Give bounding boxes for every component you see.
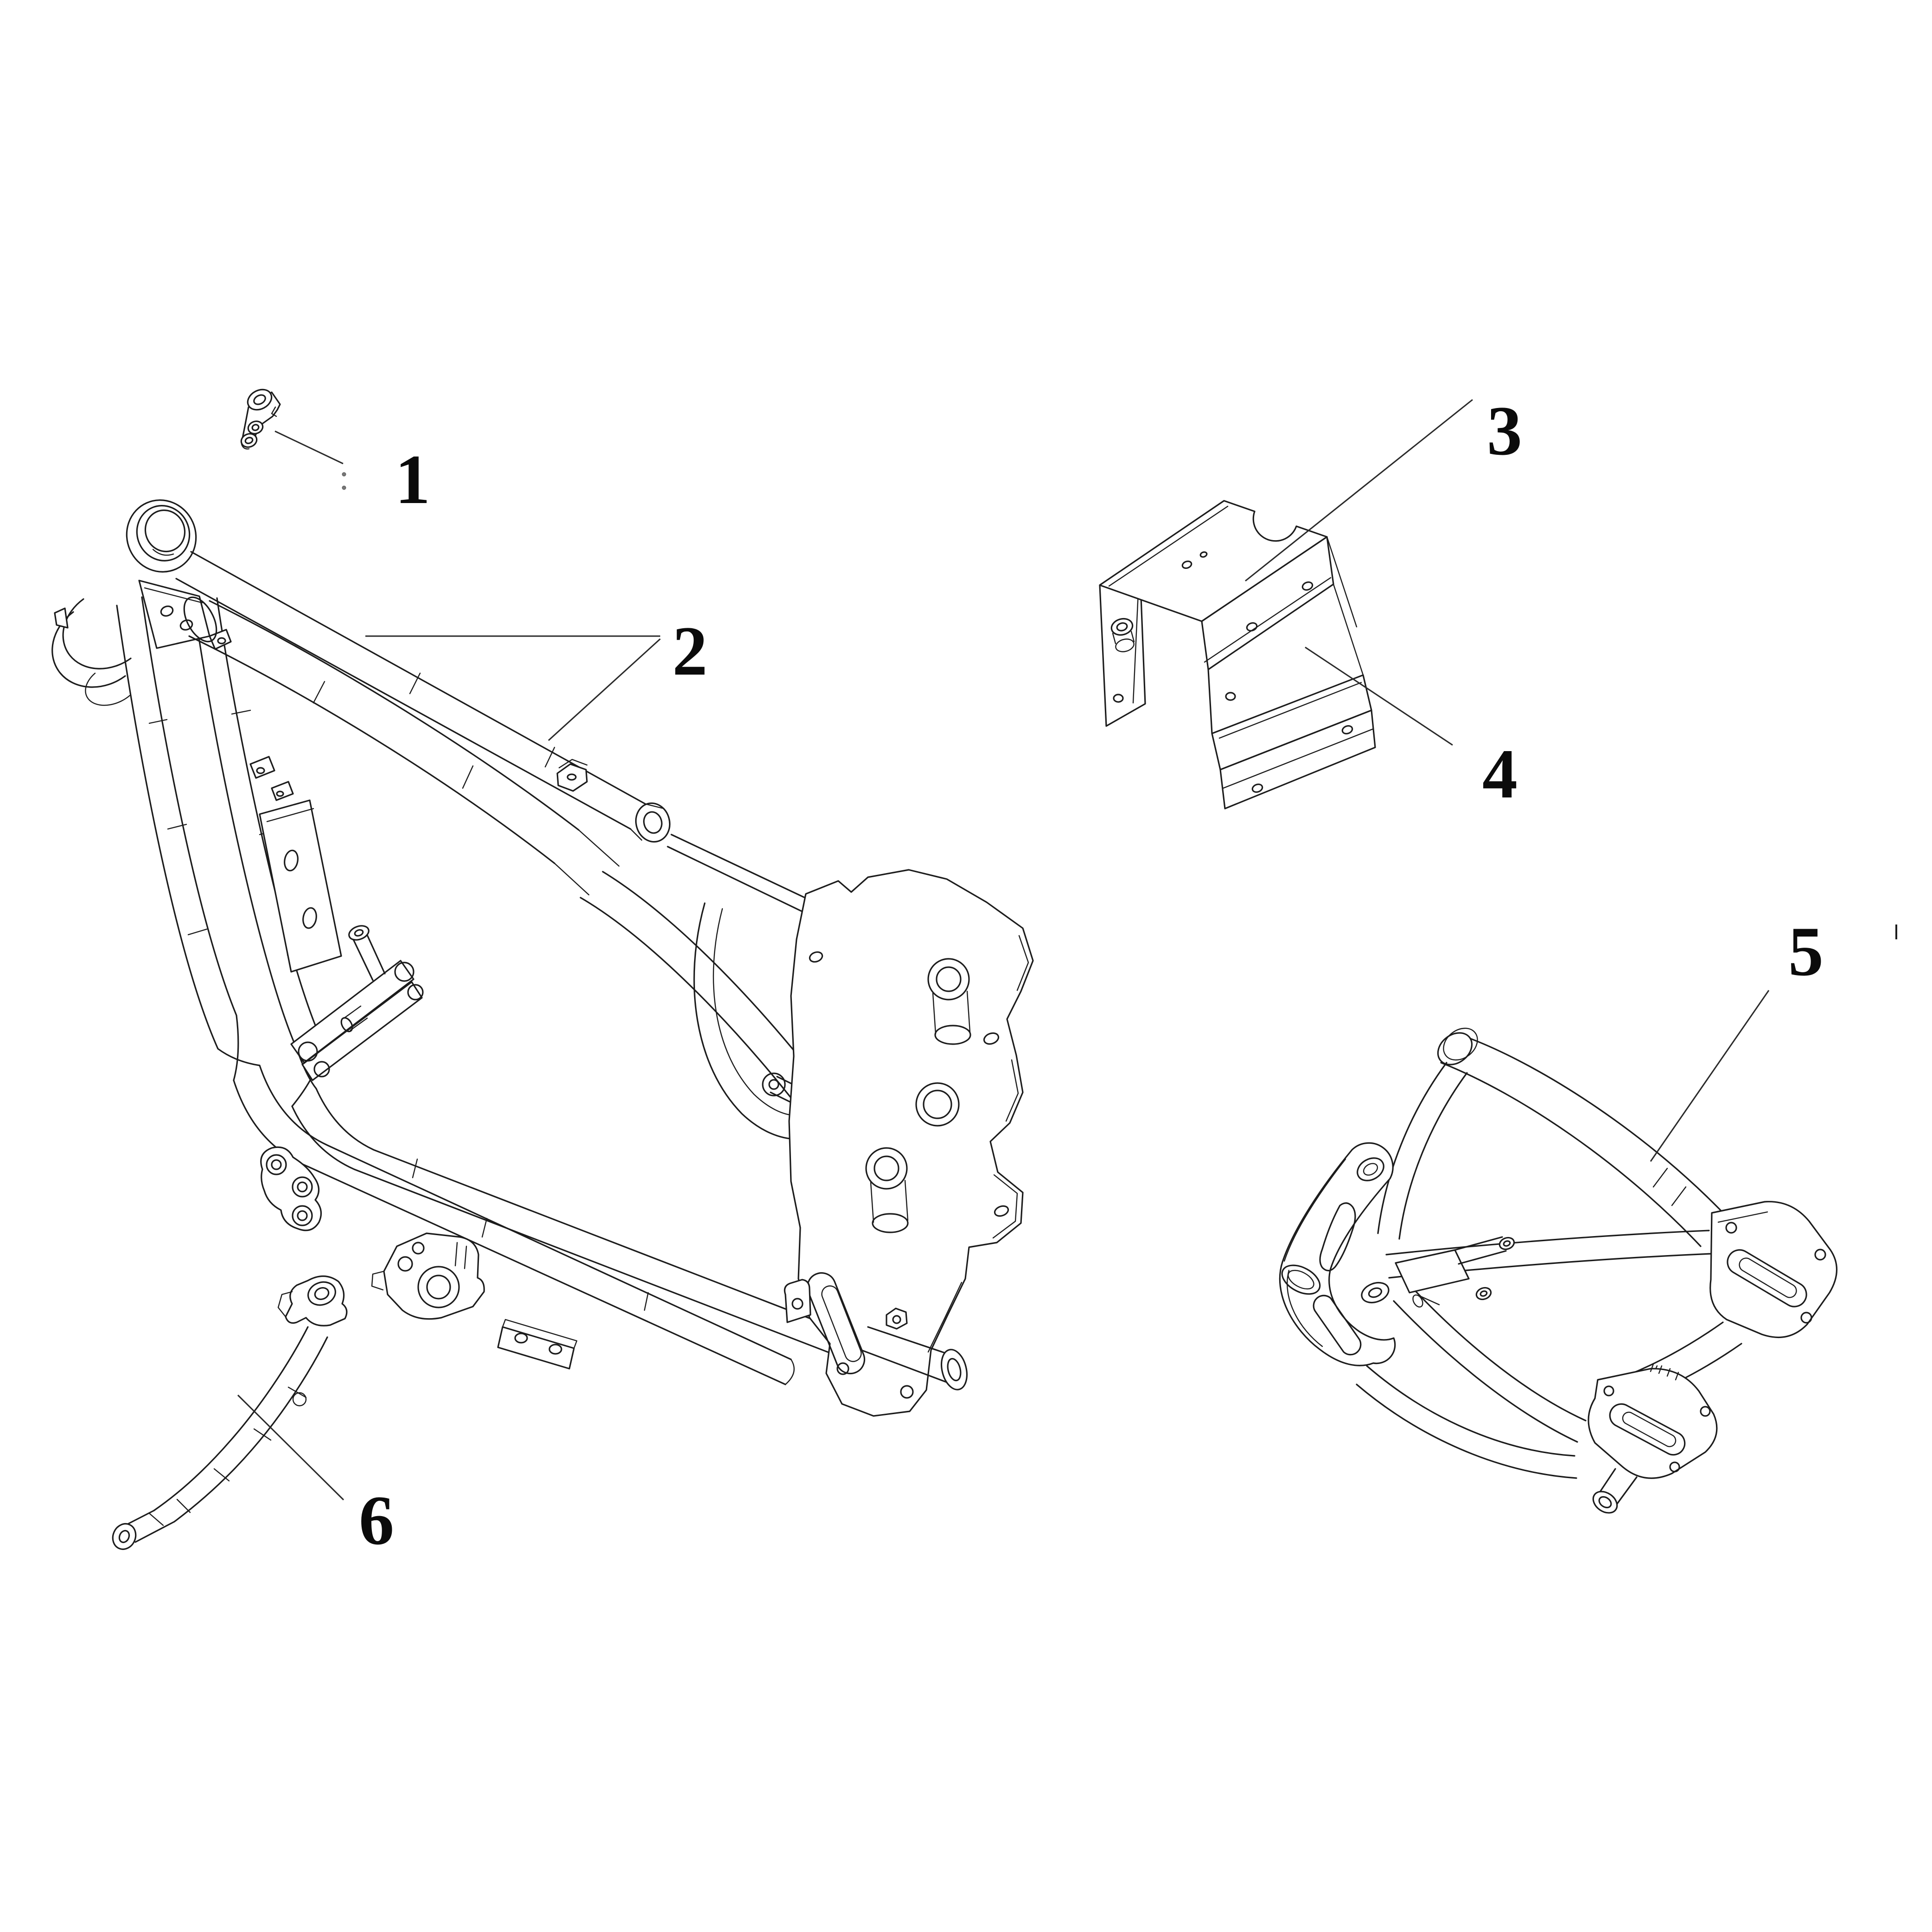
frame-bottom-rails	[233, 1065, 852, 1385]
callout-label-5: 5	[1788, 912, 1824, 990]
callout-label-3: 3	[1487, 392, 1522, 470]
part-6-side-stand	[112, 1275, 348, 1550]
part-3-upper-bracket	[1099, 500, 1364, 734]
callouts: 1 2 3 4 5 6	[237, 392, 1824, 1559]
leader-line-3	[1245, 399, 1473, 582]
callout-label-1: 1	[395, 440, 430, 518]
leader-line-6	[237, 1394, 344, 1501]
subframe-center-fittings	[1361, 1236, 1515, 1308]
callout-label-6: 6	[359, 1481, 394, 1559]
frame-down-tubes	[116, 596, 342, 1107]
frame-rear-plate	[784, 869, 1034, 1417]
part-2-main-frame	[51, 499, 1034, 1417]
bracket-assembly	[1099, 500, 1376, 810]
part-4-lower-bracket	[1211, 674, 1376, 810]
frame-center-bracket	[371, 1232, 485, 1320]
callout-label-4: 4	[1482, 735, 1518, 813]
frame-flat-bar	[497, 1319, 578, 1370]
frame-engine-mount-linkage	[290, 925, 424, 1081]
subframe-upper-mount-plate	[1709, 1201, 1838, 1338]
frame-spine-tube	[183, 596, 620, 896]
artifacts	[342, 472, 1897, 939]
subframe-lower-mount-plate	[1588, 1363, 1718, 1479]
print-artifact-dot	[342, 485, 346, 490]
leader-line-2	[548, 638, 661, 741]
leader-line-1	[274, 430, 344, 465]
frame-three-hole-lug	[260, 1146, 322, 1231]
callout-label-2: 2	[672, 612, 708, 690]
print-artifact-dot	[342, 472, 346, 477]
leader-line-5	[1650, 990, 1770, 1162]
part-5-rear-subframe	[1279, 1027, 1838, 1514]
subframe-left-plate	[1279, 1142, 1396, 1366]
part-1-clamp-bracket	[240, 389, 281, 450]
leader-line-4	[1305, 646, 1453, 746]
frame-top-tube	[175, 551, 671, 843]
